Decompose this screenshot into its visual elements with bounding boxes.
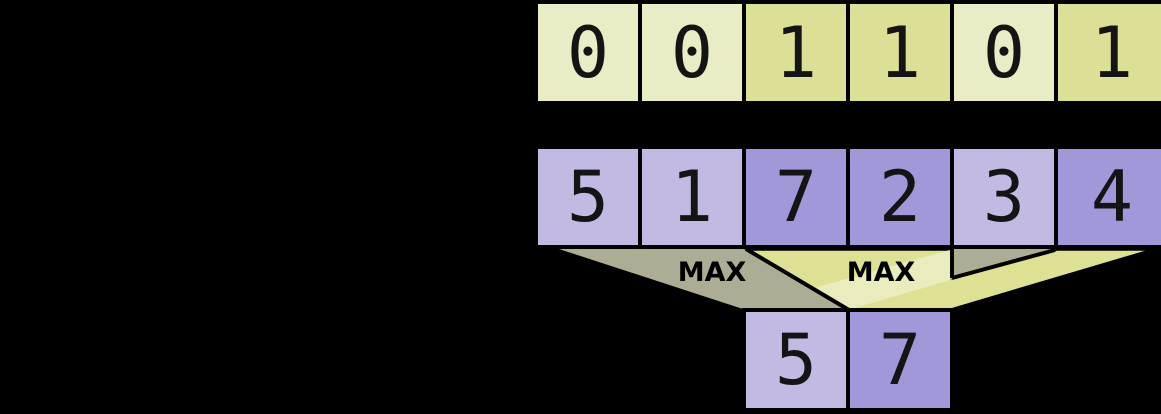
value-cell: 2 <box>846 145 954 249</box>
mask-array: 0 0 1 1 0 1 <box>534 0 1161 105</box>
max-label-left: MAX <box>678 257 747 288</box>
mask-cell: 0 <box>950 0 1058 105</box>
max-label-right: MAX <box>847 257 916 288</box>
result-cell: 7 <box>846 308 954 412</box>
mask-cell: 0 <box>534 0 642 105</box>
value-cell: 7 <box>742 145 850 249</box>
value-cell: 1 <box>638 145 746 249</box>
values-array: 5 1 7 2 3 4 <box>534 145 1161 249</box>
max-funnel-light <box>559 249 1056 310</box>
result-array: 5 7 <box>742 308 954 412</box>
funnel-edge-line <box>744 247 851 312</box>
value-cell: 4 <box>1054 145 1161 249</box>
mask-cell: 0 <box>638 0 746 105</box>
value-cell: 3 <box>950 145 1058 249</box>
mask-cell: 1 <box>846 0 954 105</box>
mask-cell: 1 <box>742 0 850 105</box>
result-cell: 5 <box>742 308 850 412</box>
value-cell: 5 <box>534 145 642 249</box>
funnel-notch-line <box>951 248 1056 280</box>
mask-cell: 1 <box>1054 0 1161 105</box>
